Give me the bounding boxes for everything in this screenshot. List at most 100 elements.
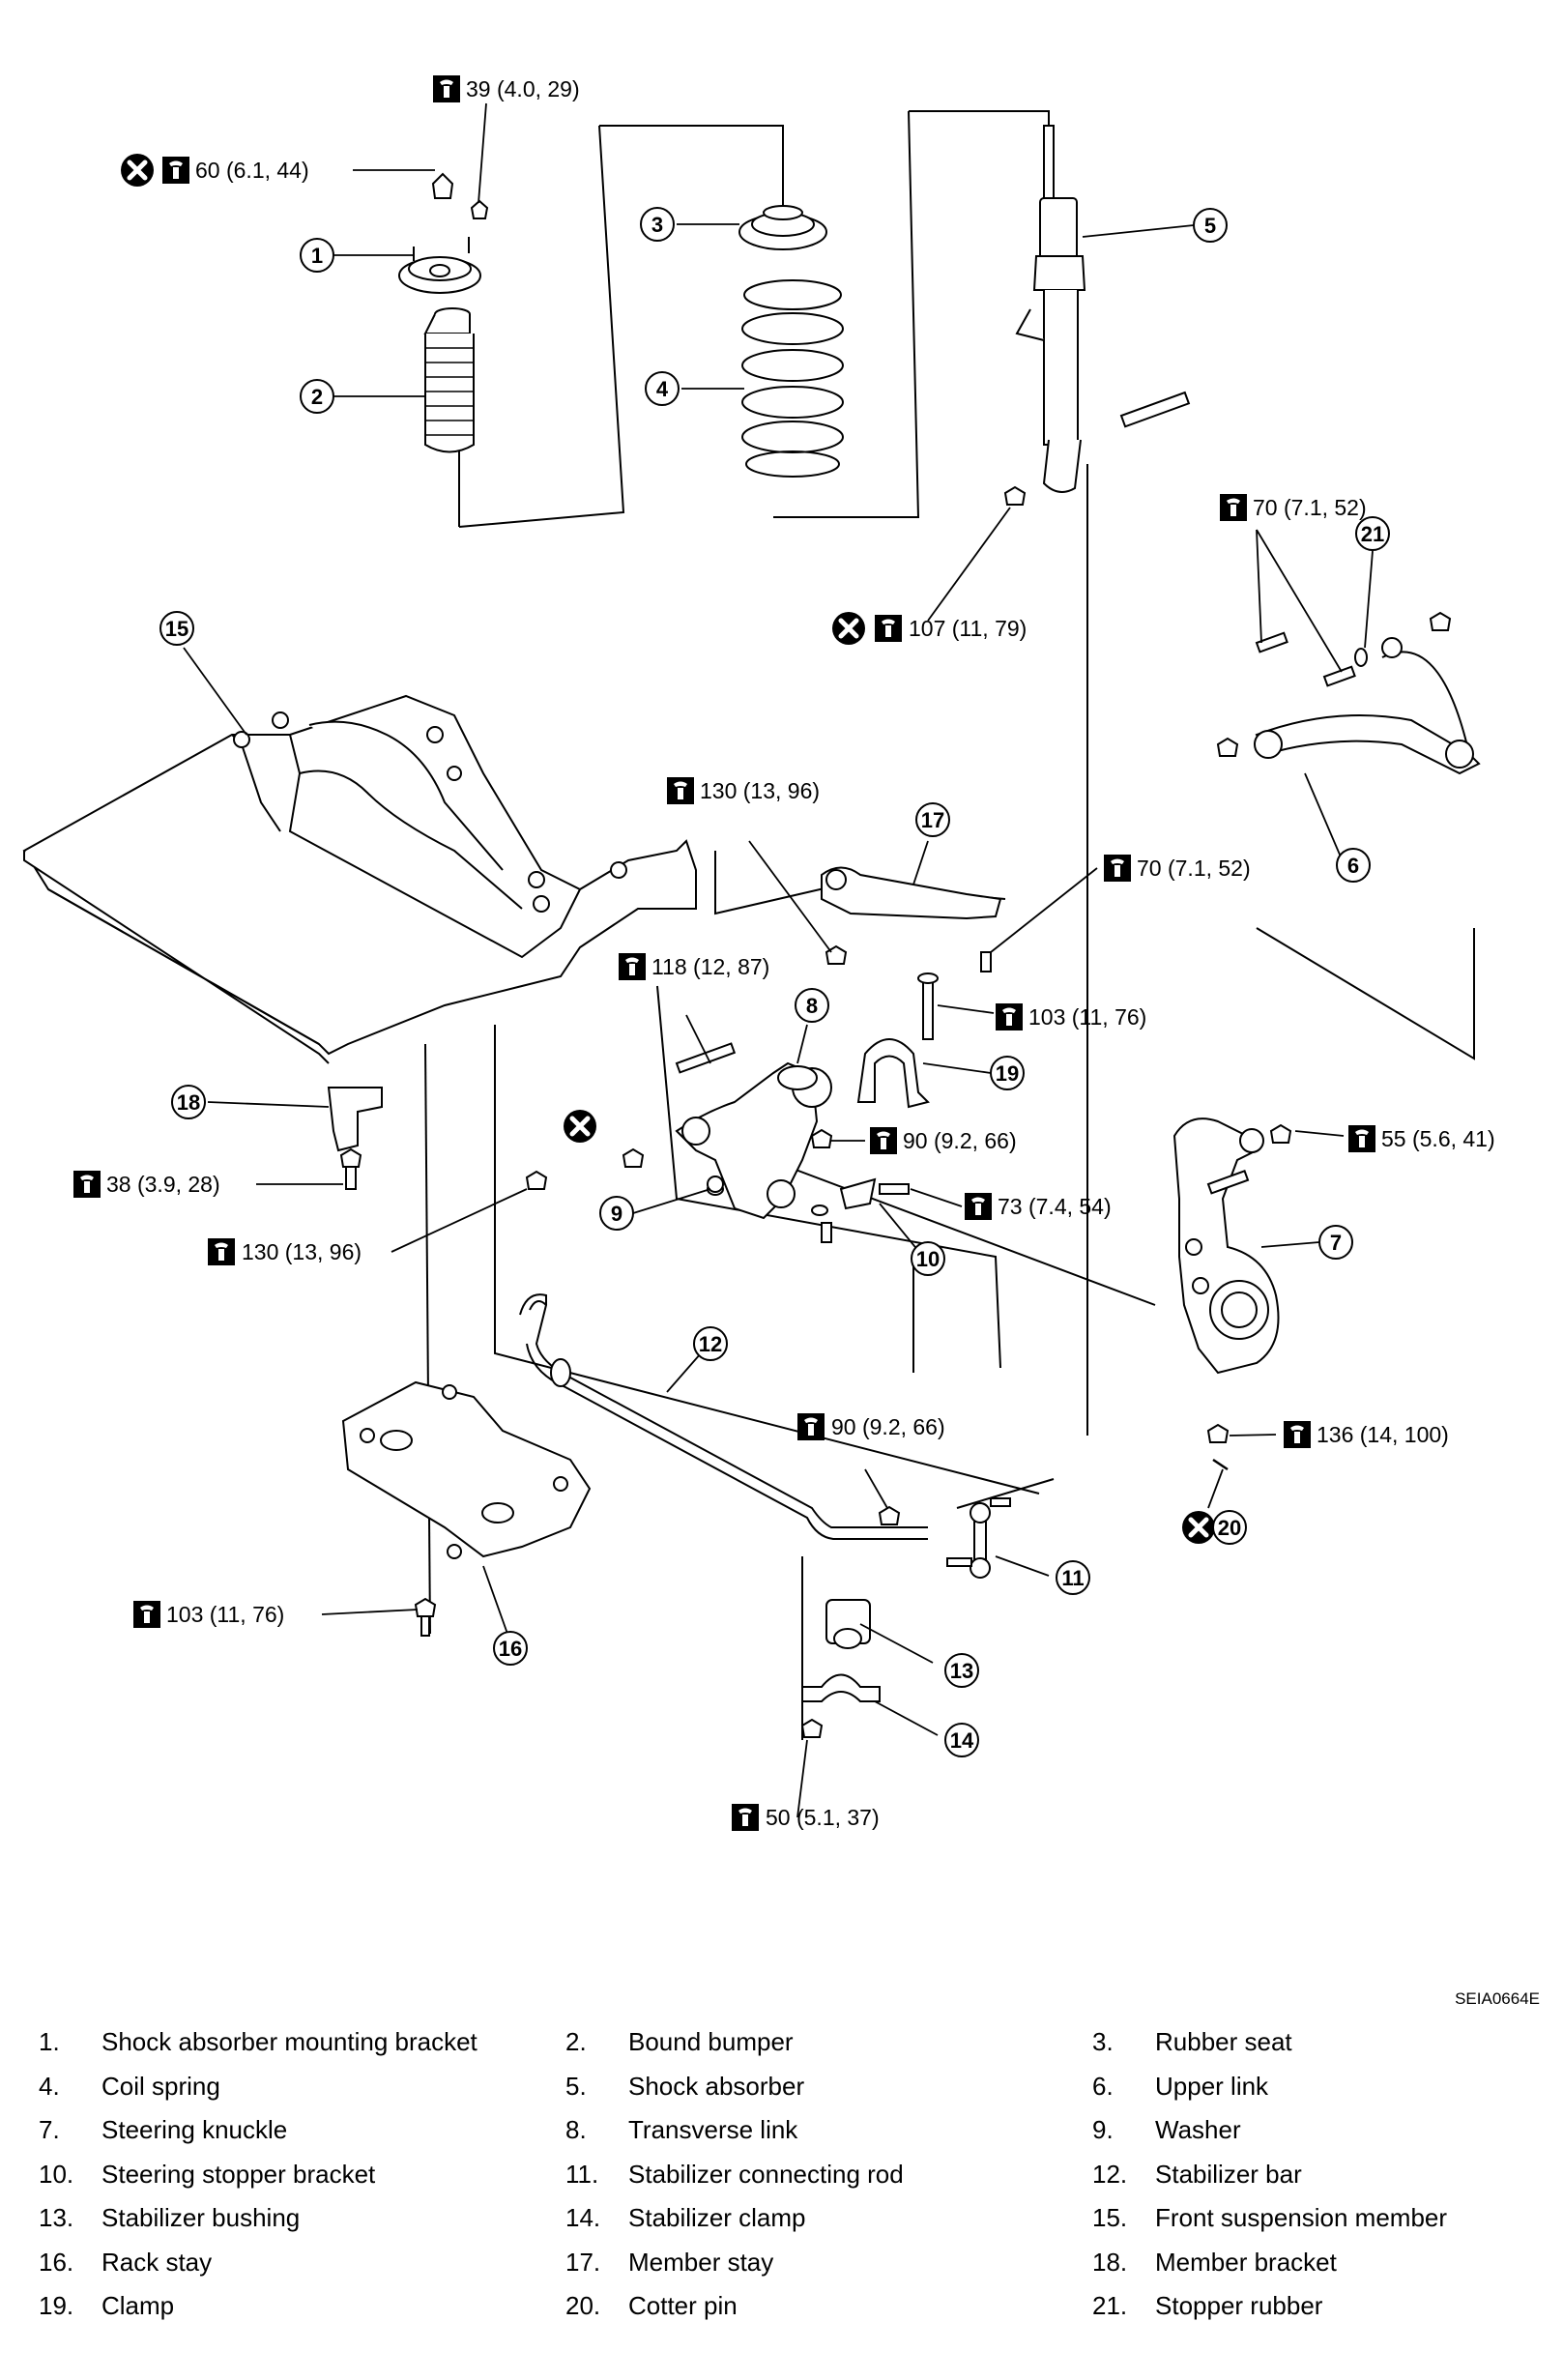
torque-wrench-icon <box>870 1127 897 1154</box>
member-bracket-shape <box>327 1087 383 1190</box>
torque-wrench-icon <box>619 953 646 980</box>
guide-line-rackstay <box>424 1043 431 1635</box>
svg-text:5: 5 <box>1204 214 1216 238</box>
legend-item: 17.Member stay <box>565 2247 774 2277</box>
svg-text:107 (11, 79): 107 (11, 79) <box>909 616 1027 641</box>
svg-text:15: 15 <box>165 617 188 641</box>
guide-line-shock-lower <box>773 110 920 518</box>
legend-item: 16.Rack stay <box>39 2247 213 2277</box>
stabilizer-bushing-shape <box>825 1599 871 1649</box>
legend-item: 10.Steering stopper bracket <box>39 2159 376 2189</box>
steering-stopper-bracket-shape <box>811 1177 910 1243</box>
do-not-reuse-icon <box>1182 1511 1215 1544</box>
torque-spec-103-rack: 103 (11, 76) <box>133 1601 284 1628</box>
svg-text:39 (4.0, 29): 39 (4.0, 29) <box>466 76 580 102</box>
svg-text:130 (13, 96): 130 (13, 96) <box>700 778 820 803</box>
torque-spec-130-stay: 130 (13, 96) <box>667 777 820 804</box>
legend-row: 13.Stabilizer bushing 14.Stabilizer clam… <box>39 2196 1547 2241</box>
callout-7: 7 <box>1318 1225 1353 1260</box>
svg-text:55 (5.6, 41): 55 (5.6, 41) <box>1381 1126 1495 1151</box>
svg-text:1: 1 <box>311 244 323 268</box>
svg-text:14: 14 <box>950 1728 974 1753</box>
svg-text:9: 9 <box>611 1202 622 1226</box>
torque-spec-55: 55 (5.6, 41) <box>1348 1125 1495 1152</box>
legend-item: 1.Shock absorber mounting bracket <box>39 2027 478 2057</box>
callout-21: 21 <box>1355 516 1390 551</box>
torque-spec-136: 136 (14, 100) <box>1284 1421 1449 1448</box>
guide-line-knuckle <box>1256 927 1475 1060</box>
exploded-suspension-diagram: 1 2 3 4 5 6 7 8 9 10 11 12 <box>22 75 1495 1831</box>
svg-text:90 (9.2, 66): 90 (9.2, 66) <box>903 1128 1017 1153</box>
legend-item: 3.Rubber seat <box>1092 2027 1292 2057</box>
shock-absorber-shape <box>1003 125 1191 506</box>
torque-spec-39: 39 (4.0, 29) <box>433 75 580 102</box>
callout-20: 20 <box>1182 1511 1247 1544</box>
torque-wrench-icon <box>965 1193 992 1220</box>
callout-5: 5 <box>1193 208 1228 243</box>
torque-spec-38: 38 (3.9, 28) <box>73 1171 220 1198</box>
svg-text:7: 7 <box>1330 1231 1342 1255</box>
transverse-link-shape <box>622 1042 832 1220</box>
callout-1: 1 <box>300 238 334 273</box>
svg-text:50 (5.1, 37): 50 (5.1, 37) <box>766 1805 880 1830</box>
legend-item: 5.Shock absorber <box>565 2071 805 2101</box>
legend-item: 9.Washer <box>1092 2115 1241 2145</box>
callout-15: 15 <box>159 611 194 646</box>
stabilizer-connecting-rod-shape <box>878 1497 1011 1579</box>
legend-row: 10.Steering stopper bracket 11.Stabilize… <box>39 2153 1547 2197</box>
svg-text:103 (11, 76): 103 (11, 76) <box>1028 1004 1146 1030</box>
clamp-shape <box>856 972 939 1109</box>
torque-spec-70-upper: 70 (7.1, 52) <box>1220 494 1367 521</box>
callout-10: 10 <box>911 1241 945 1276</box>
callout-13: 13 <box>944 1653 979 1688</box>
svg-text:3: 3 <box>651 213 663 237</box>
torque-spec-103-clamp: 103 (11, 76) <box>996 1003 1146 1030</box>
callout-11: 11 <box>1056 1560 1090 1595</box>
torque-wrench-icon <box>433 75 460 102</box>
guide-line-knuckle-low <box>743 1149 1156 1306</box>
torque-wrench-icon <box>667 777 694 804</box>
callout-4: 4 <box>645 371 680 406</box>
legend-item: 6.Upper link <box>1092 2071 1269 2101</box>
front-suspension-member-shape <box>22 694 697 1064</box>
callout-17: 17 <box>915 802 950 837</box>
torque-spec-73: 73 (7.4, 54) <box>965 1193 1112 1220</box>
svg-text:2: 2 <box>311 385 323 409</box>
svg-text:4: 4 <box>656 377 669 401</box>
svg-text:21: 21 <box>1361 522 1384 546</box>
legend-row: 1.Shock absorber mounting bracket 2.Boun… <box>39 2020 1547 2065</box>
torque-wrench-icon <box>875 615 902 642</box>
svg-text:11: 11 <box>1061 1566 1084 1590</box>
legend-item: 20.Cotter pin <box>565 2291 738 2321</box>
torque-spec-90-link: 90 (9.2, 66) <box>564 1110 1017 1154</box>
callout-14: 14 <box>944 1723 979 1757</box>
torque-wrench-icon <box>73 1171 101 1198</box>
legend-item: 18.Member bracket <box>1092 2247 1337 2277</box>
svg-text:18: 18 <box>177 1090 200 1115</box>
svg-text:13: 13 <box>950 1659 973 1683</box>
legend-row: 4.Coil spring 5.Shock absorber 6.Upper l… <box>39 2065 1547 2109</box>
coil-spring-shape <box>741 279 844 478</box>
svg-text:73 (7.4, 54): 73 (7.4, 54) <box>998 1194 1112 1219</box>
guide-line-spring <box>599 125 784 208</box>
svg-text:8: 8 <box>806 994 818 1018</box>
svg-text:70 (7.1, 52): 70 (7.1, 52) <box>1137 856 1251 881</box>
callout-6: 6 <box>1336 848 1371 883</box>
svg-text:103 (11, 76): 103 (11, 76) <box>166 1602 284 1627</box>
svg-text:12: 12 <box>699 1332 722 1356</box>
legend-item: 2.Bound bumper <box>565 2027 794 2057</box>
rubber-seat-shape <box>738 205 827 250</box>
upper-link-shape <box>1216 611 1481 775</box>
svg-text:6: 6 <box>1347 854 1359 878</box>
callout-18: 18 <box>171 1085 206 1119</box>
legend-item: 8.Transverse link <box>565 2115 798 2145</box>
steering-knuckle-shape <box>1172 1117 1292 1471</box>
stabilizer-clamp-shape <box>800 1673 881 1738</box>
torque-spec-118: 118 (12, 87) <box>619 953 769 980</box>
parts-legend: 1.Shock absorber mounting bracket 2.Boun… <box>39 2020 1547 2329</box>
callout-16: 16 <box>493 1631 528 1666</box>
svg-text:17: 17 <box>921 808 944 832</box>
torque-wrench-icon <box>133 1601 160 1628</box>
svg-text:130 (13, 96): 130 (13, 96) <box>242 1239 362 1264</box>
svg-text:38 (3.9, 28): 38 (3.9, 28) <box>106 1172 220 1197</box>
